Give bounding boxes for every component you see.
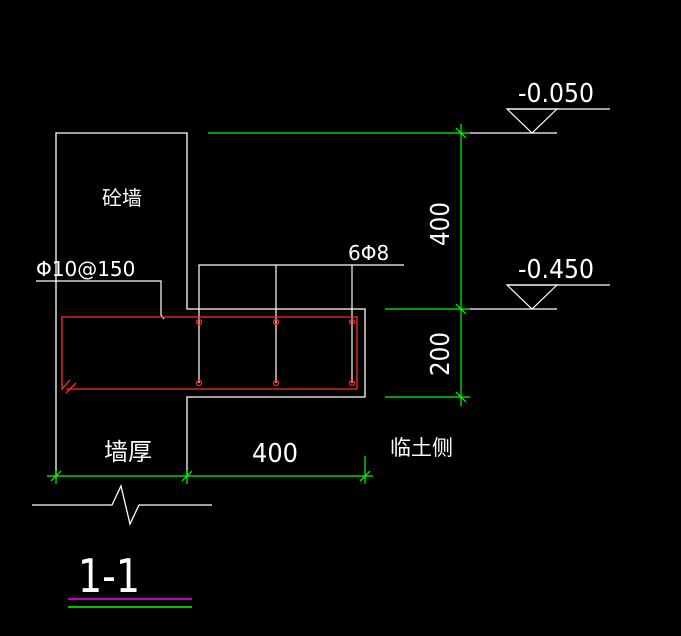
tick-right	[359, 470, 371, 482]
beam-height-dimension: 200	[426, 332, 456, 376]
bar-dot	[348, 318, 356, 326]
bar-dot	[195, 379, 203, 387]
elevation-top-value: -0.050	[518, 79, 594, 109]
concrete-wall-label: 砼墙	[102, 186, 142, 210]
stirrup-rebar	[61, 316, 358, 390]
longitudinal-bars-label: 6Φ8	[348, 241, 389, 265]
elevation-beam-top-value: -0.450	[518, 255, 594, 285]
wall-break-line	[32, 484, 212, 526]
longitudinal-bar-leader-line	[198, 264, 404, 383]
elevation-marker-beam-top	[470, 284, 610, 310]
bar-dot	[195, 318, 203, 326]
soil-side-label: 临土侧	[390, 436, 453, 460]
bar-dot	[272, 318, 280, 326]
longitudinal-bar-dots	[195, 318, 356, 387]
wall-thickness-label: 墙厚	[104, 438, 152, 466]
bar-dot	[348, 379, 356, 387]
elevation-marker-top	[470, 108, 610, 134]
tick-mid	[455, 303, 467, 315]
rebar-cage	[61, 316, 358, 394]
tick-top	[455, 127, 467, 139]
section-title: 1-1	[78, 549, 140, 603]
stirrup-hook-2	[65, 382, 77, 394]
bar-dot	[272, 379, 280, 387]
tick-bottom	[455, 391, 467, 403]
stirrup-spec-label: Φ10@150	[36, 257, 135, 281]
tick-left	[50, 470, 62, 482]
upper-height-dimension: 400	[426, 202, 456, 246]
tick-center	[181, 470, 193, 482]
stirrup-hook-1	[61, 379, 71, 390]
dimension-lines	[47, 124, 470, 484]
beam-width-dimension: 400	[252, 439, 298, 469]
